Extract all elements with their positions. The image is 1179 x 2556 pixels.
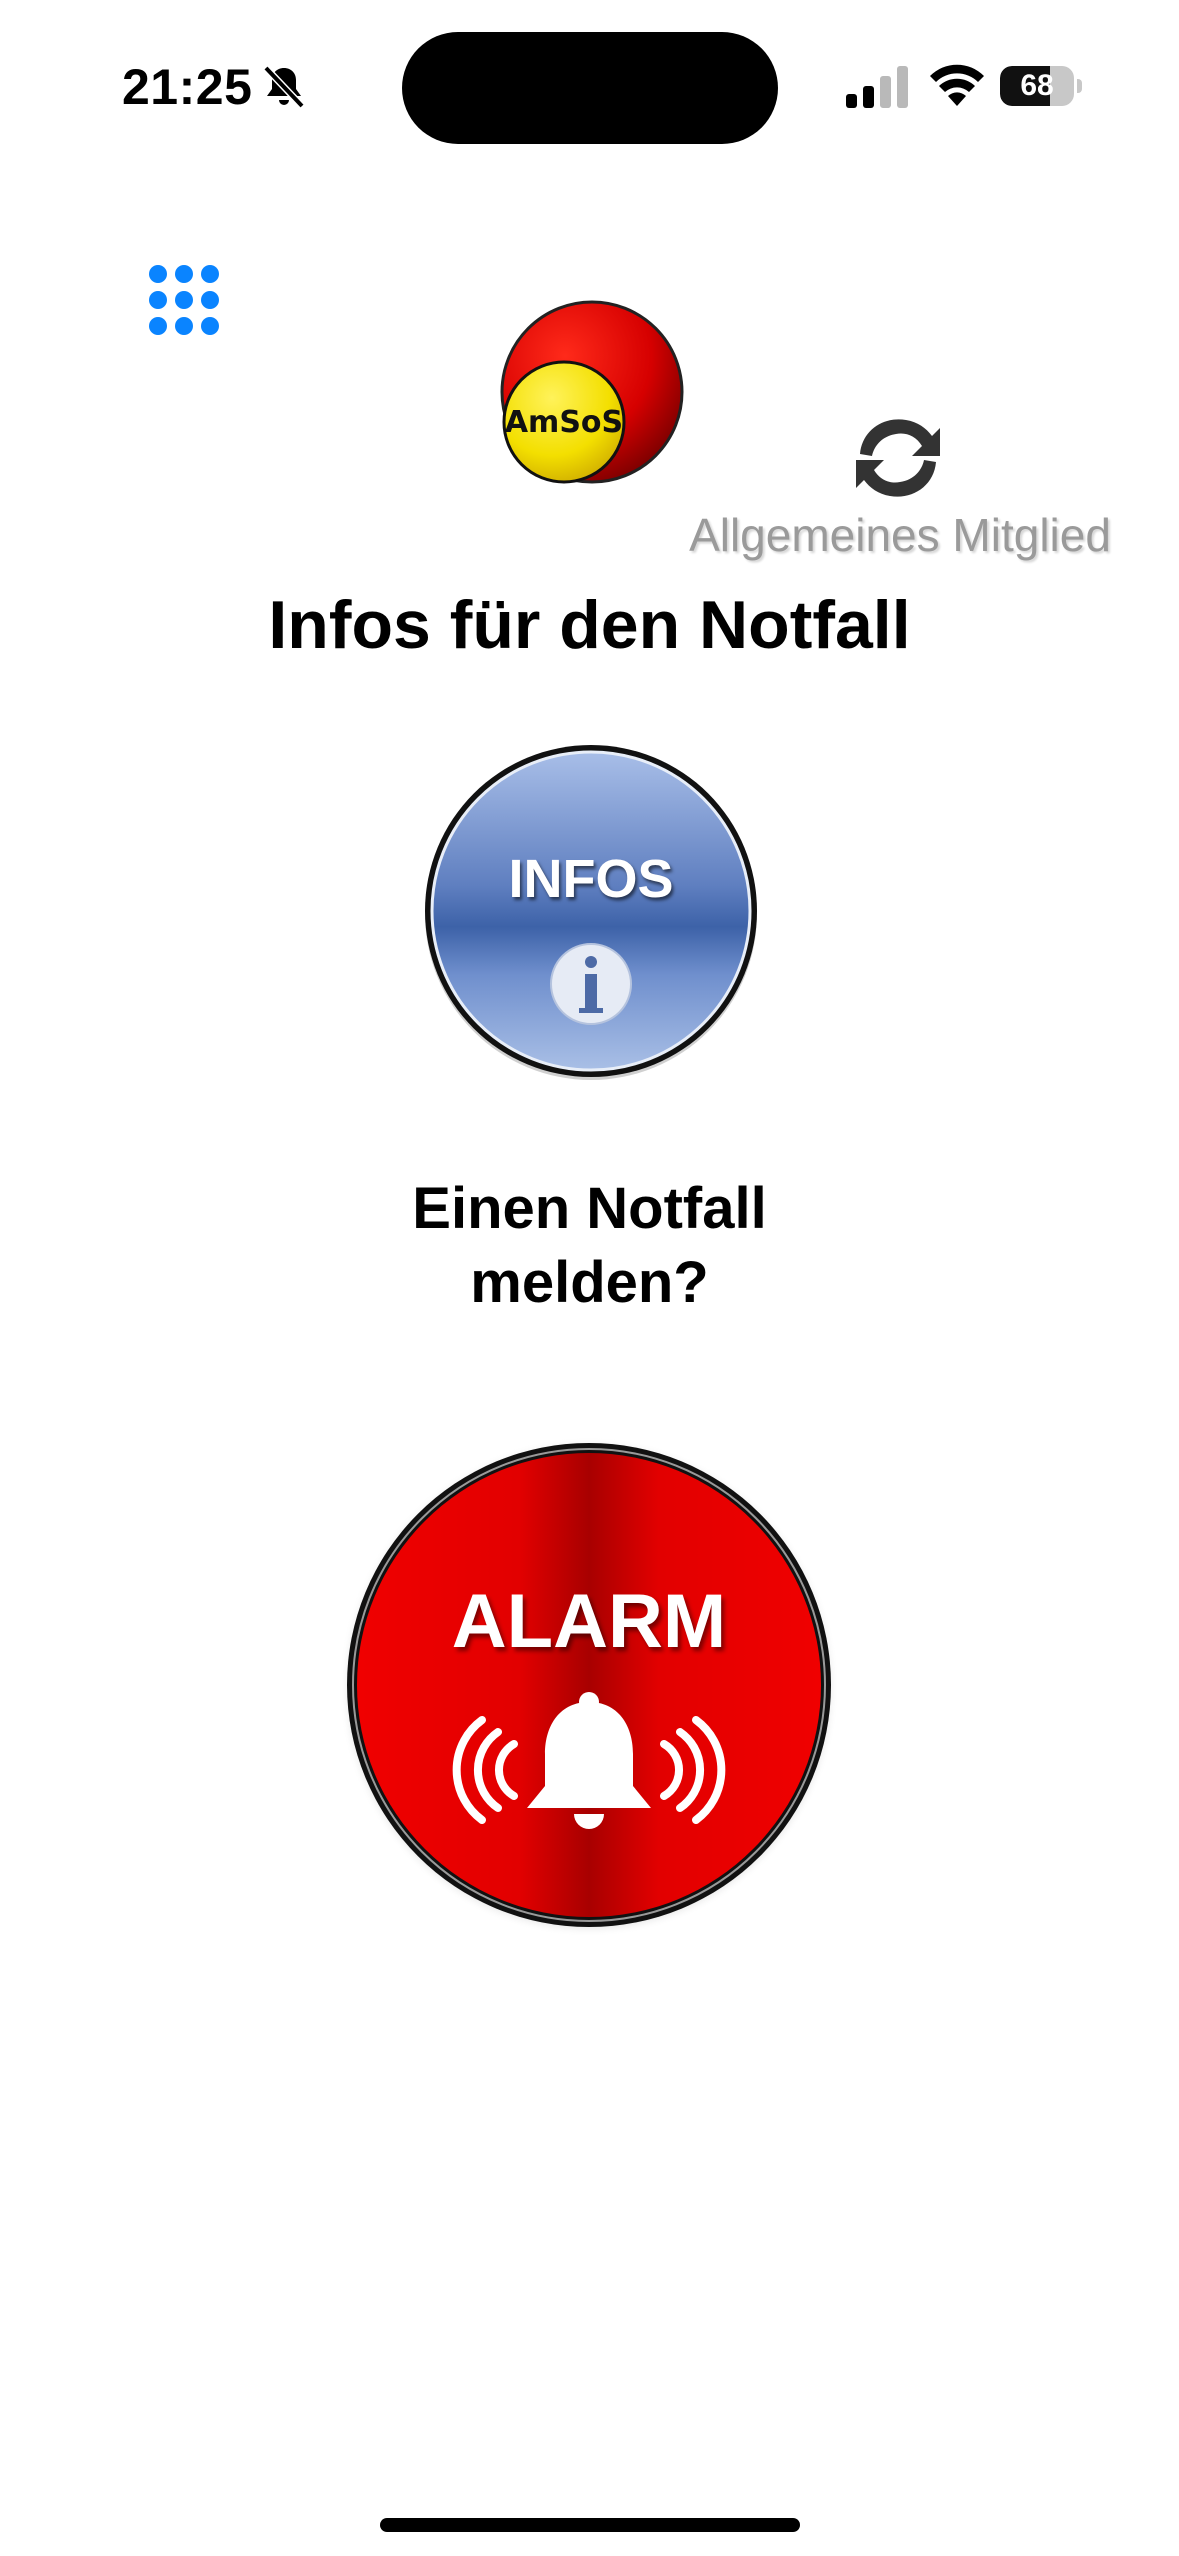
sync-arrows-icon[interactable] <box>848 408 948 508</box>
ringing-bell-icon <box>452 1692 726 1829</box>
member-type-label: Allgemeines Mitglied <box>689 509 1111 561</box>
grid-dots-icon[interactable] <box>148 264 220 336</box>
page-title: Infos für den Notfall <box>268 587 911 663</box>
alarm-button[interactable] <box>338 1434 840 1936</box>
emergency-question: Einen Notfall melden? <box>0 1172 1179 1320</box>
bell-slash-icon <box>263 65 305 109</box>
question-line-1: Einen Notfall <box>412 1176 767 1241</box>
wifi-icon <box>930 64 984 106</box>
battery-level: 68 <box>1020 69 1054 102</box>
dynamic-island <box>402 32 778 144</box>
cellular-signal-icon <box>846 66 908 108</box>
question-line-2: melden? <box>470 1250 709 1315</box>
battery-icon: 68 <box>1000 66 1084 106</box>
status-time: 21:25 <box>122 59 253 115</box>
home-indicator[interactable] <box>380 2518 800 2532</box>
infos-button[interactable] <box>420 740 762 1082</box>
amsos-logo: AmSoS <box>500 300 684 484</box>
info-icon <box>550 943 632 1025</box>
logo-text: AmSoS <box>505 405 623 440</box>
battery-fill <box>1000 66 1051 106</box>
